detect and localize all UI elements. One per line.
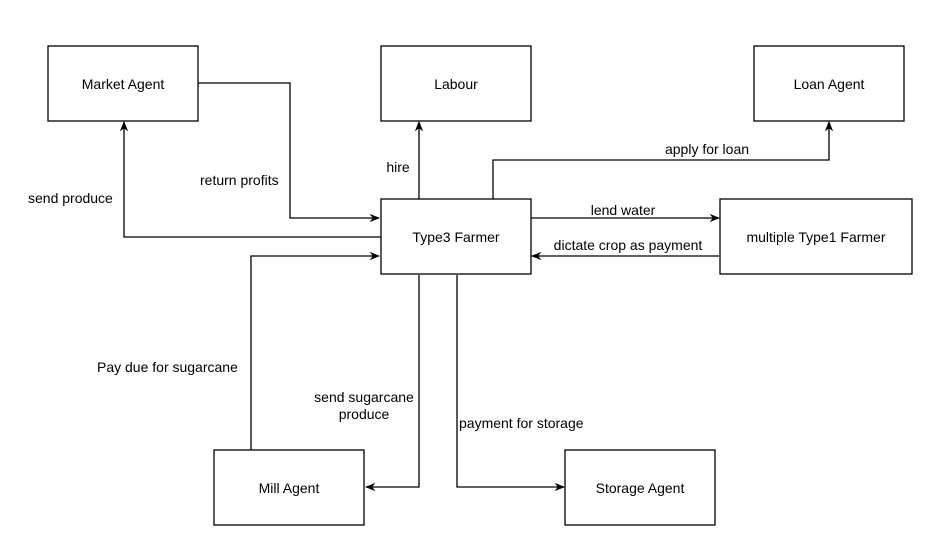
edge-return-profits bbox=[198, 82, 381, 223]
label-dictate-crop: dictate crop as payment bbox=[554, 237, 703, 253]
edge-payment-storage bbox=[456, 275, 566, 492]
node-type3-farmer-label: Type3 Farmer bbox=[412, 229, 499, 245]
node-labour: Labour bbox=[380, 45, 532, 122]
edge-send-sugarcane bbox=[364, 275, 420, 492]
node-type1-farmer: multiple Type1 Farmer bbox=[719, 198, 913, 275]
node-storage-agent-label: Storage Agent bbox=[596, 480, 685, 496]
label-return-profits: return profits bbox=[200, 172, 279, 188]
node-storage-agent: Storage Agent bbox=[564, 449, 716, 526]
edge-apply-for-loan bbox=[492, 120, 834, 199]
label-apply-for-loan: apply for loan bbox=[665, 141, 749, 157]
label-pay-due: Pay due for sugarcane bbox=[97, 359, 238, 375]
node-loan-agent-label: Loan Agent bbox=[794, 76, 865, 92]
edge-send-produce bbox=[119, 120, 381, 238]
node-mill-agent: Mill Agent bbox=[213, 449, 365, 526]
label-lend-water: lend water bbox=[591, 202, 656, 218]
label-send-sugarcane-line1: send sugarcane bbox=[314, 389, 414, 405]
node-mill-agent-label: Mill Agent bbox=[259, 480, 320, 496]
node-type3-farmer: Type3 Farmer bbox=[380, 198, 532, 275]
label-payment-storage: payment for storage bbox=[459, 415, 584, 431]
label-send-produce: send produce bbox=[28, 190, 113, 206]
node-market-agent-label: Market Agent bbox=[82, 76, 165, 92]
label-hire: hire bbox=[386, 159, 410, 175]
node-loan-agent: Loan Agent bbox=[753, 45, 905, 122]
node-labour-label: Labour bbox=[434, 76, 478, 92]
node-type1-farmer-label: multiple Type1 Farmer bbox=[746, 229, 885, 245]
edge-pay-due bbox=[250, 251, 381, 450]
node-market-agent: Market Agent bbox=[47, 45, 199, 122]
label-send-sugarcane-line2: produce bbox=[339, 406, 390, 422]
